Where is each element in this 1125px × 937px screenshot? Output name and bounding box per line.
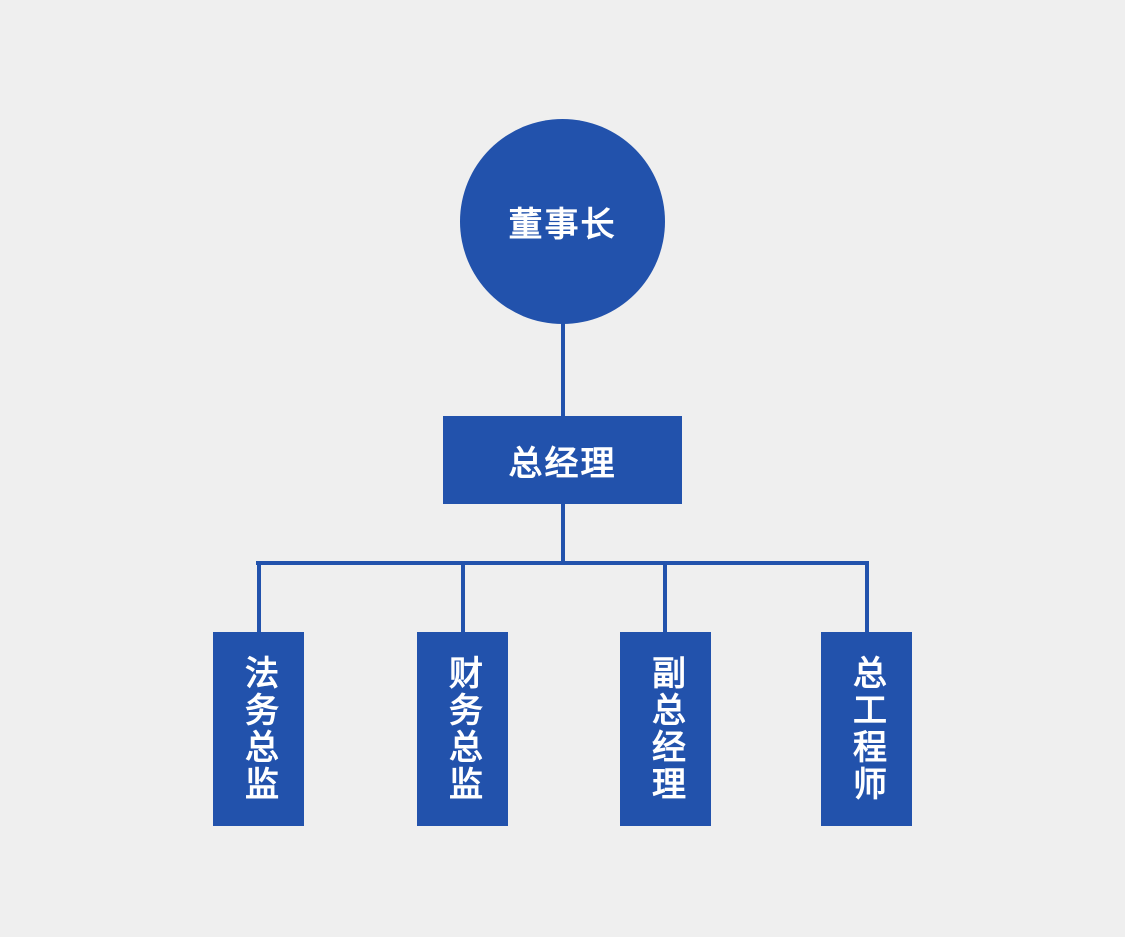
node-finance-director: 财务总监 xyxy=(417,632,508,826)
connector-drop-deputy-gm xyxy=(663,561,667,632)
connector-branch-horizontal xyxy=(256,561,869,565)
node-general-manager: 总经理 xyxy=(443,416,682,504)
node-finance-director-label: 财务总监 xyxy=(443,655,482,803)
node-chairman-label: 董事长 xyxy=(508,206,617,244)
connector-drop-chief-engineer xyxy=(865,561,869,632)
connector-drop-legal-director xyxy=(257,561,261,632)
connector-chairman-to-gm xyxy=(561,322,565,417)
node-deputy-general-manager-label: 副总经理 xyxy=(646,655,685,803)
node-general-manager-label: 总经理 xyxy=(508,444,617,483)
node-chairman: 董事长 xyxy=(460,119,665,324)
node-legal-director: 法务总监 xyxy=(213,632,304,826)
node-chief-engineer-label: 总工程师 xyxy=(847,655,886,803)
connector-drop-finance-director xyxy=(461,561,465,632)
node-deputy-general-manager: 副总经理 xyxy=(620,632,711,826)
connector-gm-to-branch xyxy=(561,503,565,563)
node-chief-engineer: 总工程师 xyxy=(821,632,912,826)
node-legal-director-label: 法务总监 xyxy=(239,655,278,803)
